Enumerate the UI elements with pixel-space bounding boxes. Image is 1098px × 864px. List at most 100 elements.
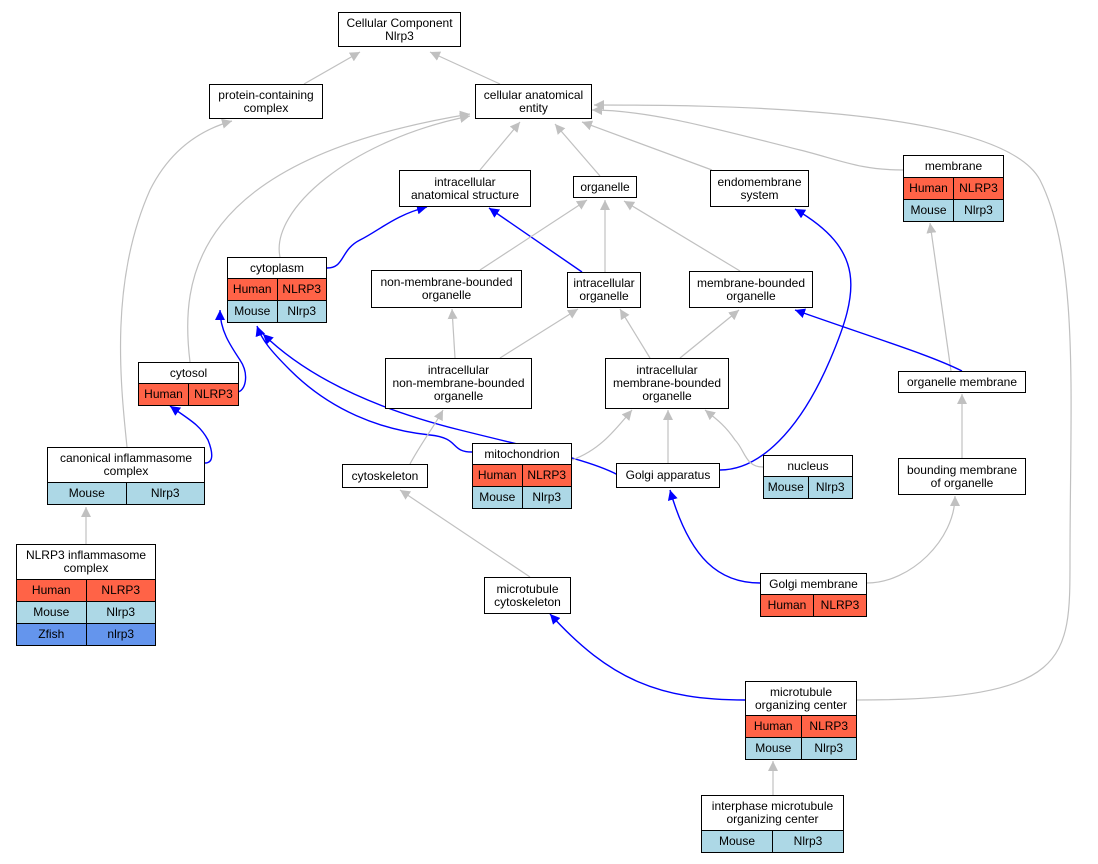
species-label: Mouse [68,486,105,500]
edge-golgi-membrane-to-golgi-apparatus [667,489,761,584]
species-row-mouse: Mouse Nlrp3 [746,737,856,759]
edge-cytoskeleton-to-intracellular-non-membrane-bounded-organelle [409,409,444,465]
gene-symbol: NLRP3 [953,178,1003,199]
species-row-human: Human NLRP3 [139,383,238,405]
node-title: membrane-bounded organelle [696,275,806,303]
gene-symbol: Nlrp3 [521,487,572,508]
node-cellular-component[interactable]: Cellular Component Nlrp3 [338,12,461,47]
edge-intracellular-anatomical-structure-to-cellular-anatomical-entity [479,121,521,171]
species-row-human: Human NLRP3 [904,177,1003,199]
species-row-human: Human NLRP3 [746,715,856,737]
gene-symbol: NLRP3 [800,716,857,737]
gene-symbol: Nlrp3 [953,200,1003,221]
node-bounding-membrane-of-organelle[interactable]: bounding membrane of organelle [898,458,1026,495]
edge-canonical-inflammasome-complex-to-cytosol [169,405,213,464]
edge-intracellular-non-membrane-bounded-organelle-to-intracellular-organelle [499,308,579,359]
node-title: intracellular anatomical structure [410,174,520,202]
edge-cytoplasm-to-cellular-anatomical-entity [278,113,471,258]
gene-symbol: Nlrp3 [276,301,327,322]
edge-cytosol-to-cellular-anatomical-entity [187,110,471,363]
gene-symbol: NLRP3 [188,384,238,405]
node-title: intracellular membrane-bounded organelle [612,363,722,403]
node-title: cytoplasm [249,260,305,275]
node-microtubule-cytoskeleton[interactable]: microtubule cytoskeleton [484,577,571,614]
edge-cellular-anatomical-entity-to-cellular-component [429,51,501,85]
species-label: Mouse [479,490,516,504]
node-protein-containing-complex[interactable]: protein-containing complex [209,84,323,119]
node-intracellular-membrane-bounded-organelle[interactable]: intracellular membrane-bounded organelle [605,358,729,409]
species-row-human: Human NLRP3 [473,464,571,486]
gene-symbol: NLRP3 [85,580,156,601]
edge-non-membrane-bounded-organelle-to-organelle [479,199,588,271]
gene-symbol: Nlrp3 [125,483,205,504]
species-label: Human [232,282,272,296]
edge-cytoplasm-to-intracellular-anatomical-structure [326,204,428,269]
species-label: Human [477,468,517,482]
node-intracellular-anatomical-structure[interactable]: intracellular anatomical structure [399,170,531,207]
node-title: organelle membrane [906,374,1018,389]
node-membrane-bounded-organelle[interactable]: membrane-bounded organelle [689,271,813,308]
node-title: nucleus [787,458,829,473]
node-organelle-membrane[interactable]: organelle membrane [898,371,1026,393]
gene-symbol: NLRP3 [521,465,572,486]
species-label: Human [909,181,948,195]
node-title: mitochondrion [484,446,560,461]
edge-mitochondrion-to-intracellular-membrane-bounded-organelle [571,409,633,461]
node-endomembrane-system[interactable]: endomembrane system [710,170,809,207]
node-title: interphase microtubule organizing center [711,799,834,826]
species-label: Human [753,719,793,733]
gene-symbol: Nlrp3 [800,738,857,759]
node-title: Golgi apparatus [625,468,711,482]
node-title: endomembrane system [717,174,802,202]
node-cytoskeleton[interactable]: cytoskeleton [342,464,428,488]
node-title: intracellular non-membrane-bounded organ… [392,363,525,403]
edge-mitochondrion-to-cytoplasm [255,325,473,453]
node-cellular-anatomical-entity[interactable]: cellular anatomical entity [475,84,592,119]
node-title: intracellular organelle [573,276,635,303]
gene-symbol: Nlrp3 [85,602,156,623]
node-non-membrane-bounded-organelle[interactable]: non-membrane-bounded organelle [371,270,522,308]
species-label: Human [144,387,183,401]
species-row-human: Human NLRP3 [17,579,155,601]
node-title: canonical inflammasome complex [59,451,193,478]
node-title: organelle [580,179,630,194]
node-organelle[interactable]: organelle [573,176,637,198]
edge-microtubule-cytoskeleton-to-cytoskeleton [399,489,531,578]
node-title: NLRP3 inflammasome complex [25,548,147,575]
species-row-mouse: Mouse Nlrp3 [473,486,571,508]
edge-intracellular-organelle-to-intracellular-anatomical-structure [488,207,583,273]
species-label: Mouse [718,834,756,848]
species-row-human: Human NLRP3 [761,594,866,616]
species-label: Mouse [755,741,792,755]
edge-microtubule-organizing-center-to-microtubule-cytoskeleton [549,613,746,701]
node-intracellular-non-membrane-bounded-organelle[interactable]: intracellular non-membrane-bounded organ… [385,358,532,409]
edge-organelle-membrane-to-membrane-bounded-organelle [794,308,963,372]
edge-protein-containing-complex-to-cellular-component [303,51,361,85]
gene-symbol: NLRP3 [813,595,866,616]
node-intracellular-organelle[interactable]: intracellular organelle [567,272,641,308]
node-golgi-apparatus[interactable]: Golgi apparatus [616,463,720,488]
edge-cytosol-to-cytoplasm [215,309,247,393]
node-title: Cellular Component Nlrp3 [346,15,453,43]
species-label: Mouse [234,304,271,318]
node-interphase-microtubule-organizing-center[interactable]: interphase microtubule organizing center… [701,795,844,853]
edge-golgi-apparatus-to-cytoplasm [262,333,619,476]
gene-symbol: NLRP3 [276,279,327,300]
edge-golgi-membrane-to-bounding-membrane-of-organelle [866,495,960,584]
species-label: Mouse [910,203,947,217]
species-label: Human [31,583,71,597]
node-title: cytoskeleton [351,468,419,483]
species-label: Human [767,598,807,612]
